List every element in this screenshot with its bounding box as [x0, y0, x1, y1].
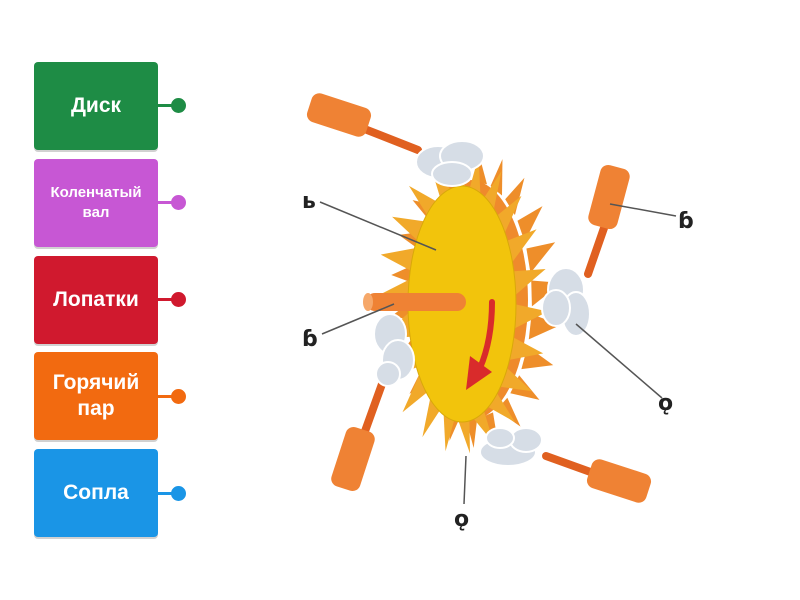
- turbine-blade: [512, 304, 548, 330]
- turbine-blade: [505, 229, 537, 265]
- label-hot-steam-connector: [158, 395, 180, 398]
- label-nozzles-connector: [158, 492, 180, 495]
- steam-puff-right: [541, 267, 591, 337]
- turbine-blade: [392, 216, 426, 242]
- label-disk-handle[interactable]: [171, 98, 186, 113]
- label-blades[interactable]: Лопатки: [34, 256, 158, 344]
- steam-puff-left: [373, 313, 415, 387]
- turbine-blade: [517, 206, 543, 242]
- turbine-blade: [528, 314, 561, 340]
- steam-puff-bottom: [479, 427, 543, 467]
- pin-2[interactable]: ɓ: [678, 209, 694, 234]
- rotation-arrow: [466, 299, 495, 390]
- pin-1[interactable]: ь: [302, 189, 316, 214]
- turbine-blade: [507, 336, 544, 361]
- pin-4[interactable]: ǫ: [658, 391, 673, 416]
- turbine-blade: [443, 412, 455, 452]
- nozzle-top-left: [306, 93, 422, 154]
- label-crankshaft-connector: [158, 201, 180, 204]
- label-disk[interactable]: Диск: [34, 62, 158, 150]
- label-crankshaft-handle[interactable]: [171, 195, 186, 210]
- turbine-blade: [498, 366, 532, 392]
- label-hot-steam[interactable]: Горячий пар: [34, 352, 158, 440]
- steam-puff-top: [415, 140, 485, 187]
- turbine-blade: [380, 247, 417, 272]
- label-blades-handle[interactable]: [171, 292, 186, 307]
- pin-5[interactable]: ǫ: [454, 507, 469, 532]
- nozzle-bottom-right: [542, 452, 652, 503]
- nozzle-top-right: [584, 164, 630, 278]
- label-nozzles[interactable]: Сопла: [34, 449, 158, 537]
- turbine-blade: [526, 242, 556, 273]
- crankshaft: [363, 293, 466, 311]
- label-nozzles-handle[interactable]: [171, 486, 186, 501]
- turbine-blade: [511, 268, 546, 297]
- label-blades-connector: [158, 298, 180, 301]
- label-hot-steam-handle[interactable]: [171, 389, 186, 404]
- label-crankshaft[interactable]: Коленчатый вал: [34, 159, 158, 247]
- turbine-blade: [457, 418, 470, 454]
- label-disk-connector: [158, 104, 180, 107]
- nozzle-bottom-left: [331, 380, 386, 492]
- pin-3[interactable]: ɓ: [302, 327, 318, 352]
- leader-lines: [319, 201, 677, 505]
